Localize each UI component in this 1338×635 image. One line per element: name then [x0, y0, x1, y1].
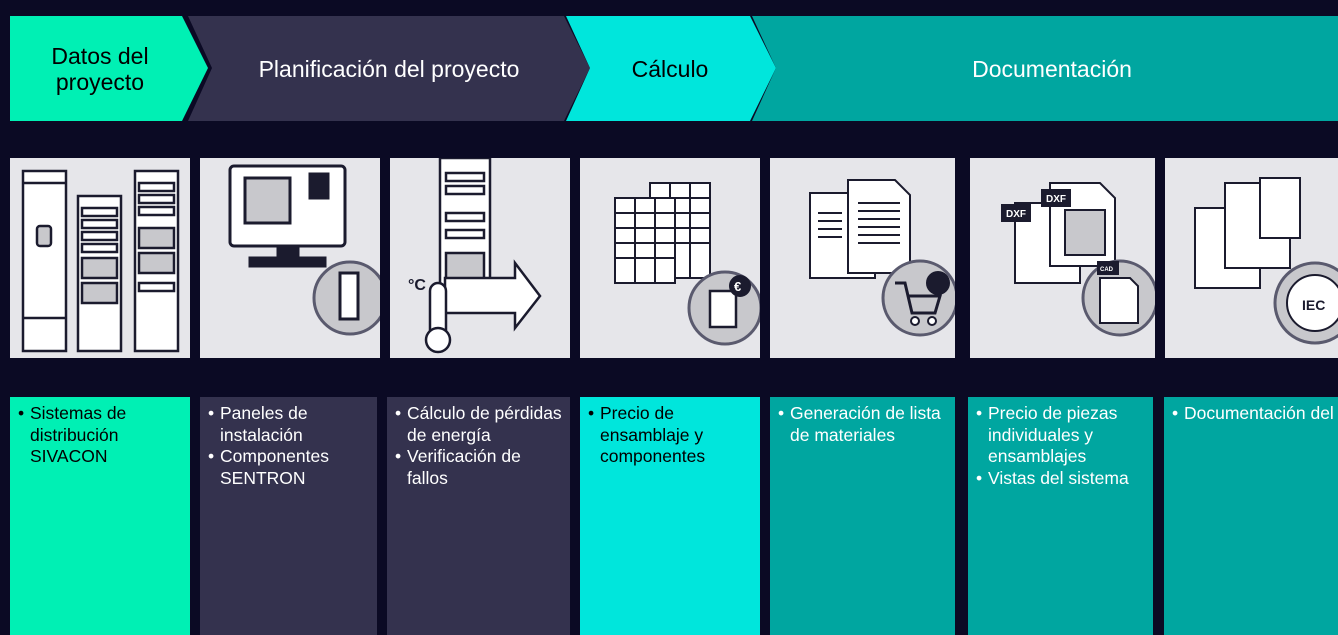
tile-iec: IEC: [1165, 158, 1338, 358]
switchgear-cabinets-icon: [21, 169, 180, 353]
panel-system-docs: Documentación del sistema: [1164, 397, 1338, 635]
bullet-item: Precio de ensamblaje y componentes: [588, 403, 752, 468]
dxf-cad-drawings-icon: DXF DXF CAD: [1001, 182, 1155, 337]
phase-label: Planificación del proyecto: [258, 55, 520, 82]
tile-switchgear: [10, 158, 190, 358]
bullet-item: Precio de piezas individuales y ensambla…: [976, 403, 1145, 468]
tile-dxf: DXF DXF CAD: [970, 158, 1155, 358]
bullet-item: Paneles de instalación: [208, 403, 369, 446]
bullet-item: Generación de lista de materiales: [778, 403, 947, 446]
bullet-item: Cálculo de pérdidas de energía: [395, 403, 562, 446]
panel-project-data: Sistemas de distribución SIVACON: [10, 397, 190, 635]
euro-symbol: €: [734, 279, 741, 294]
bullet-item: Sistemas de distribución SIVACON: [18, 403, 182, 468]
phase-project-planning: Planificación del proyecto: [188, 16, 590, 121]
dxf-badge: DXF: [1046, 194, 1066, 205]
bullet-item: Componentes SENTRON: [208, 446, 369, 489]
monitor-planning-icon: [228, 164, 380, 336]
celsius-label: °C: [408, 277, 426, 294]
phase-label: Documentación: [972, 55, 1132, 82]
panel-parts: Precio de piezas individuales y ensambla…: [968, 397, 1153, 635]
panel-thermal: Cálculo de pérdidas de energía Verificac…: [387, 397, 570, 635]
tile-bom: [770, 158, 955, 358]
tile-planning: [200, 158, 380, 358]
panel-bom: Generación de lista de materiales: [770, 397, 955, 635]
bullet-item: Documentación del sistema: [1172, 403, 1338, 425]
panel-pricing: Precio de ensamblaje y componentes: [580, 397, 760, 635]
cad-badge: CAD: [1100, 267, 1114, 273]
phase-label: Cálculo: [631, 55, 709, 82]
phase-project-data: Datos del proyecto: [10, 16, 210, 121]
phase-calculation: Cálculo: [566, 16, 776, 121]
dxf-badge: DXF: [1006, 209, 1026, 220]
phase-label: Datos del proyecto: [51, 42, 149, 95]
iec-standards-icon: IEC: [1194, 177, 1338, 345]
iec-seal-text: IEC: [1302, 297, 1325, 313]
tile-pricing: €: [580, 158, 760, 358]
bullet-item: Verificación de fallos: [395, 446, 562, 489]
spreadsheet-price-icon: €: [614, 182, 760, 346]
phase-documentation: Documentación: [752, 16, 1338, 121]
documents-cart-icon: [809, 179, 955, 337]
tile-thermal: °C: [390, 158, 570, 358]
panel-installation: Paneles de instalación Componentes SENTR…: [200, 397, 377, 635]
thermal-loss-icon: °C: [408, 158, 542, 354]
bullet-item: Vistas del sistema: [976, 468, 1145, 490]
